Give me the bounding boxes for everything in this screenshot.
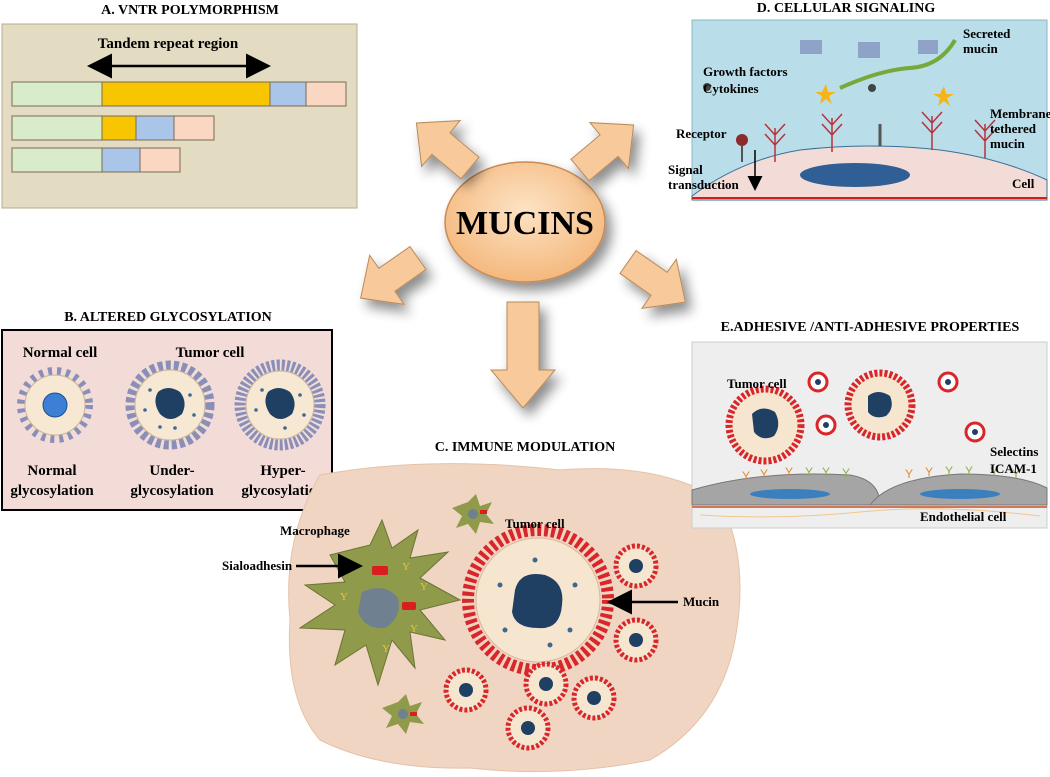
hyper-glyco-label-2: glycosylation xyxy=(241,483,325,499)
membrane-label-1: Membrane xyxy=(990,106,1050,121)
svg-text:Y: Y xyxy=(402,561,410,573)
receptor-label: Receptor xyxy=(676,126,727,141)
mucin-label: Mucin xyxy=(683,594,720,609)
panel-c-immune: C. IMMUNE MODULATION Y Y Y Y Y Macrophag… xyxy=(222,440,741,773)
normal-glyco-label-2: glycosylation xyxy=(10,483,94,499)
secreted-mucin xyxy=(839,38,957,90)
tumor-cell-label-e: Tumor cell xyxy=(727,376,787,391)
svg-text:Y: Y xyxy=(785,465,793,479)
secreted-label-2: mucin xyxy=(963,41,998,56)
svg-text:Y: Y xyxy=(420,581,428,593)
cell-nucleus xyxy=(800,163,910,187)
vntr-bar-short xyxy=(11,147,181,173)
block-arrows xyxy=(360,120,686,409)
tumor-cell-label-c: Tumor cell xyxy=(505,516,565,531)
arrow-to-panel-a xyxy=(415,120,480,180)
endothelial-label: Endothelial cell xyxy=(920,509,1007,524)
svg-text:Y: Y xyxy=(410,623,418,635)
vntr-bar-medium xyxy=(11,115,215,141)
panel-d-title: D. CELLULAR SIGNALING xyxy=(757,1,936,16)
membrane-tethered-mucins xyxy=(764,111,996,162)
small-tumor-cell xyxy=(571,675,617,721)
under-glycosylated-cell xyxy=(125,360,215,450)
growth-label-1: Growth factors xyxy=(703,64,788,79)
svg-text:Y: Y xyxy=(945,464,953,478)
signal-label-1: Signal xyxy=(668,162,703,177)
arrow-to-panel-e xyxy=(619,249,686,310)
growth-label-2: Cytokines xyxy=(703,81,759,96)
growth-factor-star xyxy=(815,84,836,104)
receptor xyxy=(736,124,882,162)
adhesive-small-cells xyxy=(807,371,986,443)
normal-cell-label: Normal cell xyxy=(23,345,98,361)
svg-text:Y: Y xyxy=(805,465,813,479)
center-mucins: MUCINS xyxy=(444,161,606,283)
small-macrophage-top xyxy=(452,494,494,534)
panel-b-glycosylation: B. ALTERED GLYCOSYLATION Normal cell Tum… xyxy=(1,310,333,511)
mucins-ellipse xyxy=(444,161,606,283)
svg-text:Y: Y xyxy=(822,465,830,479)
signal-label-2: transduction xyxy=(668,177,740,192)
arrow-to-panel-b xyxy=(360,245,427,306)
small-tumor-cells xyxy=(443,543,659,751)
under-glyco-label-1: Under- xyxy=(149,463,194,479)
growth-factor-star xyxy=(933,86,954,106)
selectins-label: Selectins xyxy=(990,444,1038,459)
small-tumor-cell xyxy=(443,667,489,713)
small-tumor-cell xyxy=(613,543,659,589)
hyper-glyco-label-1: Hyper- xyxy=(260,463,305,479)
membrane-label-2: tethered xyxy=(990,121,1037,136)
panel-d-signaling: D. CELLULAR SIGNALING Secreted xyxy=(668,1,1050,201)
icam-label: ICAM-1 xyxy=(990,461,1037,476)
tumor-cell-label: Tumor cell xyxy=(176,345,245,361)
svg-text:Y: Y xyxy=(990,465,998,479)
sialoadhesin-label: Sialoadhesin xyxy=(222,558,293,573)
panel-a-title: A. VNTR POLYMORPHISM xyxy=(101,3,279,18)
svg-text:Y: Y xyxy=(742,469,750,483)
arrow-to-panel-d xyxy=(570,122,635,182)
svg-text:Y: Y xyxy=(382,643,390,655)
svg-text:Y: Y xyxy=(905,467,913,481)
macrophage-label: Macrophage xyxy=(280,523,350,538)
secreted-mucin-glycans xyxy=(800,40,938,58)
normal-glyco-label-1: Normal xyxy=(27,463,76,479)
normal-cell xyxy=(17,367,93,443)
svg-text:Y: Y xyxy=(340,591,348,603)
membrane-label-3: mucin xyxy=(990,136,1025,151)
small-tumor-cell xyxy=(613,617,659,663)
svg-text:Y: Y xyxy=(1012,467,1020,481)
small-tumor-cell xyxy=(505,705,551,751)
adhesive-tumor-cell-left xyxy=(725,385,805,465)
panel-e-title: E.ADHESIVE /ANTI-ADHESIVE PROPERTIES xyxy=(721,320,1020,335)
arrow-to-panel-c xyxy=(489,301,557,409)
cell-label: Cell xyxy=(1012,176,1035,191)
svg-text:Y: Y xyxy=(925,465,933,479)
svg-text:Y: Y xyxy=(965,464,973,478)
under-glyco-label-2: glycosylation xyxy=(130,483,214,499)
panel-a-vntr: A. VNTR POLYMORPHISM Tandem repeat regio… xyxy=(1,3,358,209)
tandem-repeat-label: Tandem repeat region xyxy=(98,36,239,52)
mucins-label: MUCINS xyxy=(456,205,594,242)
small-tumor-cell xyxy=(523,661,569,707)
panel-c-title: C. IMMUNE MODULATION xyxy=(435,440,616,455)
vntr-bar-long xyxy=(11,81,347,107)
secreted-label-1: Secreted xyxy=(963,26,1011,41)
small-macrophage-bottom xyxy=(382,694,424,734)
adhesive-tumor-cell-right xyxy=(844,369,916,441)
panel-b-title: B. ALTERED GLYCOSYLATION xyxy=(64,310,272,325)
hyper-glycosylated-cell xyxy=(234,359,326,451)
svg-text:Y: Y xyxy=(760,467,768,481)
svg-text:Y: Y xyxy=(842,466,850,480)
